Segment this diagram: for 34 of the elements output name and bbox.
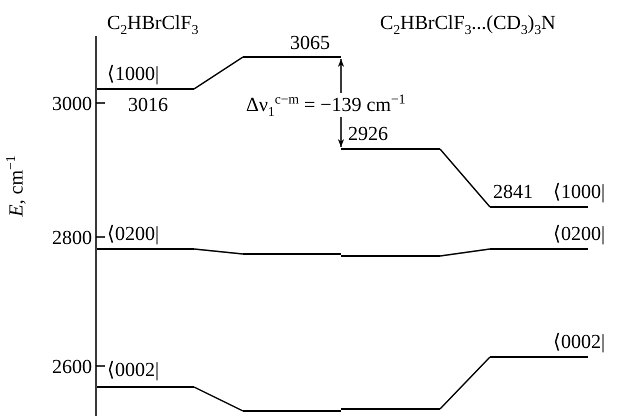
energy-value: 2841 xyxy=(493,182,533,202)
state-label: ⟨0200| xyxy=(553,224,606,244)
energy-value: 3065 xyxy=(290,33,330,53)
state-label: ⟨0002| xyxy=(553,332,606,352)
energy-level-line xyxy=(97,386,194,388)
complex-label: C$_{2}$HBrClF$_{3}$...(CD$_{3}$)$_{3}$N xyxy=(380,13,556,33)
energy-level-line xyxy=(97,248,194,250)
energy-level-line xyxy=(341,255,440,257)
connector-line xyxy=(439,356,491,410)
energy-level-line xyxy=(243,253,341,255)
tick-label: 3000 xyxy=(52,94,92,114)
molecule-label: C$_{2}$HBrClF$_{3}$ xyxy=(107,13,198,33)
energy-level-line xyxy=(243,410,341,412)
tick-label: 2800 xyxy=(52,228,92,248)
edge-label: Δν$_{1}$$^{c−m}$ = −139 cm$^{−1}$ xyxy=(244,93,408,117)
tick-label: 2600 xyxy=(52,357,92,377)
energy-level-line xyxy=(490,248,588,250)
energy-level-line xyxy=(490,206,588,208)
state-label: ⟨0200| xyxy=(107,224,160,244)
energy-level-line xyxy=(243,56,341,58)
energy-level-line xyxy=(341,408,440,410)
connector-line xyxy=(194,248,244,255)
connector-line xyxy=(439,148,491,208)
state-label: ⟨0002| xyxy=(107,360,160,380)
connector-line xyxy=(440,248,490,257)
energy-value: 2926 xyxy=(348,124,388,144)
energy-level-line xyxy=(97,88,194,90)
state-label: ⟨1000| xyxy=(107,64,160,84)
connector-line xyxy=(194,386,244,412)
connector-line xyxy=(194,56,244,90)
energy-level-line xyxy=(490,356,588,358)
energy-level-line xyxy=(341,148,440,150)
energy-value: 3016 xyxy=(128,95,168,115)
state-label: ⟨1000| xyxy=(553,182,606,202)
